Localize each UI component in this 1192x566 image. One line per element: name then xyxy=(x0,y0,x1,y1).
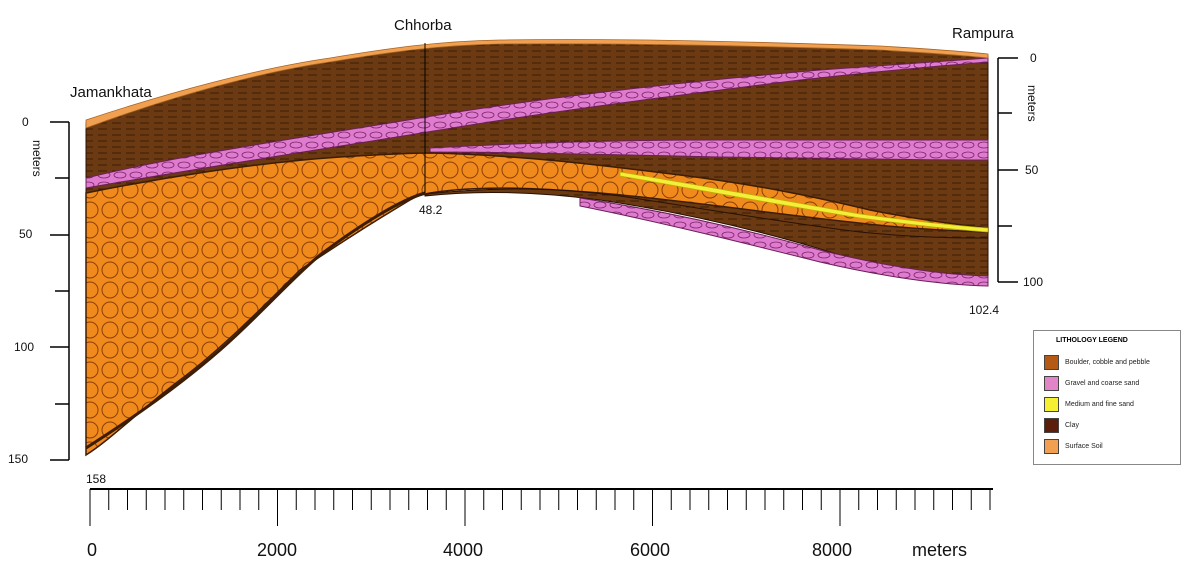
x-tick-8000: 8000 xyxy=(812,540,853,560)
legend-swatch-boulder xyxy=(1044,354,1059,370)
left-depth-axis xyxy=(50,121,70,461)
x-tick-0: 0 xyxy=(87,540,98,560)
depth-label-chhorba: 48.2 xyxy=(419,203,443,217)
legend-item-clay: Clay xyxy=(1044,417,1080,433)
right-tick-0: 0 xyxy=(1030,51,1037,65)
x-axis-unit: meters xyxy=(912,540,968,560)
legend-swatch-sand xyxy=(1044,396,1059,412)
right-tick-50: 50 xyxy=(1025,163,1039,177)
legend-item-sand: Medium and fine sand xyxy=(1044,396,1134,412)
legend-label-sand: Medium and fine sand xyxy=(1065,400,1134,408)
legend-item-gravel: Gravel and coarse sand xyxy=(1044,375,1140,391)
x-axis xyxy=(89,488,993,526)
sand-strip xyxy=(619,171,989,233)
x-tick-2000: 2000 xyxy=(257,540,298,560)
surface-soil xyxy=(85,39,989,129)
left-tick-50: 50 xyxy=(19,227,33,241)
gravel-band-bottom xyxy=(579,197,989,287)
lithology-legend: LITHOLOGY LEGEND Boulder, cobble and peb… xyxy=(1033,330,1181,465)
legend-swatch-clay xyxy=(1044,417,1059,433)
legend-label-boulder: Boulder, cobble and pebble xyxy=(1065,358,1150,366)
legend-swatch-gravel xyxy=(1044,375,1059,391)
right-axis-unit: meters xyxy=(1025,85,1039,122)
gravel-band-middle xyxy=(429,139,989,161)
right-tick-100: 100 xyxy=(1023,275,1044,289)
x-tick-6000: 6000 xyxy=(630,540,671,560)
depth-label-rampura: 102.4 xyxy=(969,303,1000,317)
gravel-band-upper xyxy=(85,57,989,189)
site-label-chhorba: Chhorba xyxy=(394,17,452,34)
left-tick-100: 100 xyxy=(14,340,35,354)
legend-label-clay: Clay xyxy=(1065,421,1080,429)
depth-label-jamankhata: 158 xyxy=(86,472,107,486)
boulder-wedge xyxy=(85,152,989,457)
site-label-jamankhata: Jamankhata xyxy=(70,84,152,101)
left-tick-150: 150 xyxy=(8,452,29,466)
site-label-rampura: Rampura xyxy=(952,25,1014,42)
legend-item-boulder: Boulder, cobble and pebble xyxy=(1044,354,1150,370)
legend-swatch-soil xyxy=(1044,438,1059,454)
legend-label-gravel: Gravel and coarse sand xyxy=(1065,379,1140,387)
legend-item-soil: Surface Soil xyxy=(1044,438,1103,454)
left-axis-unit: meters xyxy=(30,140,44,177)
x-tick-4000: 4000 xyxy=(443,540,484,560)
right-depth-axis xyxy=(997,57,1018,283)
clay-boundary-line xyxy=(85,191,426,450)
legend-title: LITHOLOGY LEGEND xyxy=(1056,337,1128,344)
legend-label-soil: Surface Soil xyxy=(1065,442,1103,450)
left-tick-0: 0 xyxy=(22,115,29,129)
